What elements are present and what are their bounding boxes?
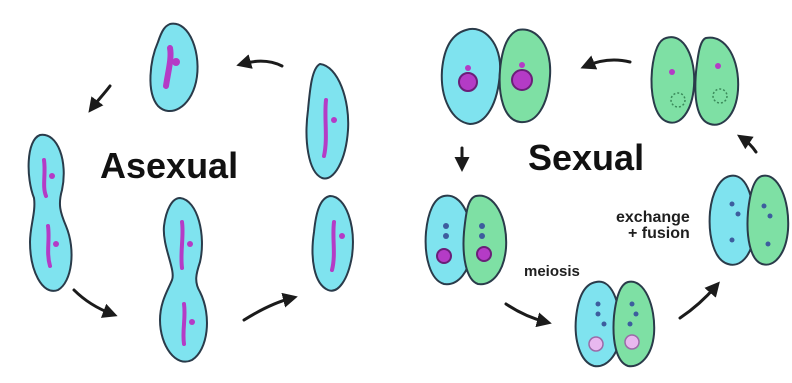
sexual-cycle: Sexual exchange + fusion meiosis	[426, 29, 789, 366]
asexual-arrow-bottom-right	[244, 298, 292, 320]
meiosis-label: meiosis	[524, 263, 580, 280]
sexual-arrow-bottom-left	[506, 304, 546, 322]
asexual-arrow-top	[242, 61, 282, 66]
sexual-pair-top	[442, 29, 550, 124]
asexual-title: Asexual	[100, 145, 238, 186]
exchange-label: exchange	[616, 209, 690, 226]
sexual-arrow-right-up	[742, 138, 756, 152]
sexual-pair-right	[710, 176, 789, 265]
sexual-pair-bottom	[576, 282, 655, 367]
asexual-cell-bottom-dividing	[160, 198, 207, 362]
asexual-cell-top	[150, 24, 197, 111]
sexual-pair-middle-left	[426, 196, 507, 285]
asexual-cycle: Asexual	[29, 24, 353, 362]
sexual-pair-top-right	[652, 37, 739, 125]
sexual-arrow-bottom-right	[680, 286, 716, 318]
sexual-arrow-top	[586, 60, 630, 66]
asexual-arrow-upper-left	[92, 86, 110, 108]
fusion-label: + fusion	[628, 225, 690, 242]
asexual-cell-left-dividing	[29, 135, 72, 291]
asexual-cell-right	[307, 64, 349, 178]
asexual-arrow-lower-left	[74, 290, 112, 314]
asexual-cell-bottom-right	[313, 196, 353, 291]
sexual-title: Sexual	[528, 137, 644, 178]
